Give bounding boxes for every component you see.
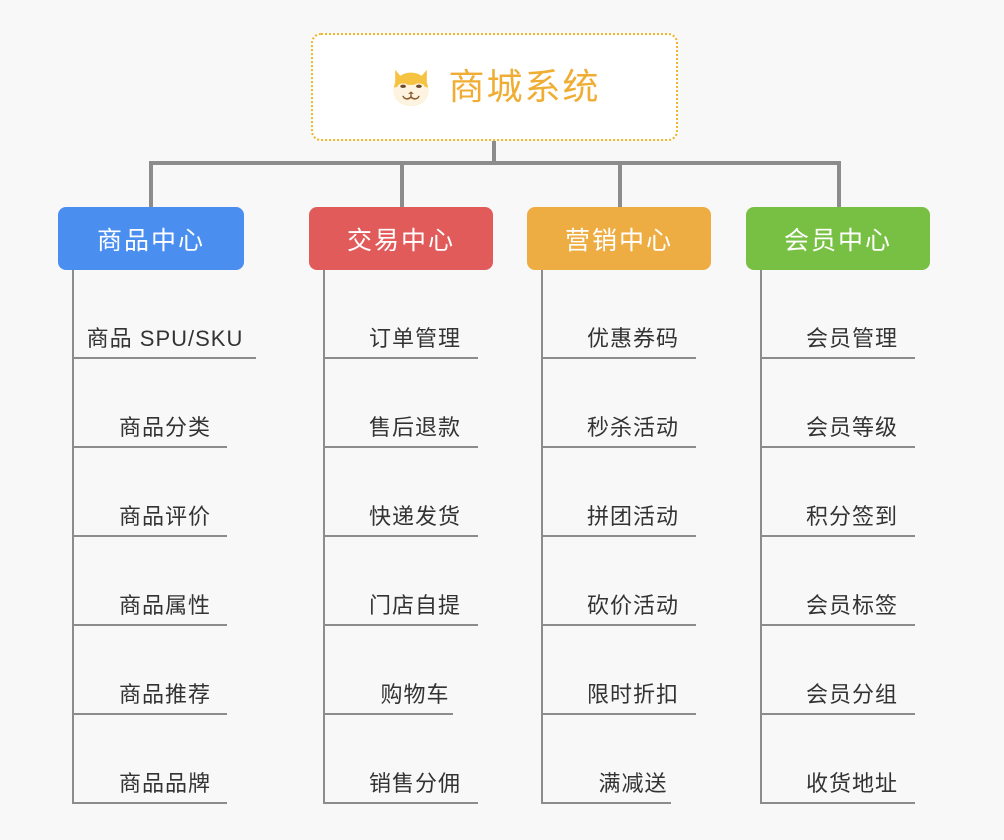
leaf-label: 砍价活动 xyxy=(586,592,679,618)
leaf-list-4: 会员管理 会员等级 积分签到 会员标签 会员分组 收货地址 xyxy=(760,270,930,804)
leaf-item[interactable]: 订单管理 xyxy=(325,270,493,359)
leaf-list-3: 优惠券码 秒杀活动 拼团活动 砍价活动 限时折扣 满减送 xyxy=(541,270,711,804)
leaf-label: 商品推荐 xyxy=(118,681,211,707)
leaf-item[interactable]: 商品属性 xyxy=(74,537,244,626)
leaf-label: 商品分类 xyxy=(118,414,211,440)
category-box-2[interactable]: 交易中心 xyxy=(309,207,493,270)
leaf-item[interactable]: 购物车 xyxy=(325,626,493,715)
leaf-item[interactable]: 优惠券码 xyxy=(543,270,711,359)
shiba-dog-icon xyxy=(394,69,429,106)
category-label-2: 交易中心 xyxy=(346,226,455,255)
leaf-item[interactable]: 会员分组 xyxy=(762,626,930,715)
category-label-1: 商品中心 xyxy=(96,226,205,255)
leaf-item[interactable]: 满减送 xyxy=(543,715,711,804)
leaf-item[interactable]: 收货地址 xyxy=(762,715,930,804)
leaf-label: 商品评价 xyxy=(118,503,211,529)
leaf-label: 拼团活动 xyxy=(586,503,679,529)
category-label-3: 营销中心 xyxy=(564,226,673,255)
branch-column-3: 营销中心 优惠券码 秒杀活动 拼团活动 砍价活动 限时折扣 满减送 xyxy=(527,207,711,804)
leaf-item[interactable]: 售后退款 xyxy=(325,359,493,448)
leaf-item[interactable]: 会员等级 xyxy=(762,359,930,448)
leaf-list-2: 订单管理 售后退款 快递发货 门店自提 购物车 销售分佣 xyxy=(323,270,493,804)
leaf-label: 商品品牌 xyxy=(118,770,211,796)
leaf-label: 会员标签 xyxy=(805,592,898,618)
connector-drop-3 xyxy=(618,161,622,209)
connector-horizontal-bus xyxy=(149,161,840,165)
leaf-label: 门店自提 xyxy=(368,592,461,618)
leaf-item[interactable]: 快递发货 xyxy=(325,448,493,537)
leaf-label: 销售分佣 xyxy=(368,770,461,796)
connector-drop-1 xyxy=(149,161,153,209)
leaf-label: 售后退款 xyxy=(368,414,461,440)
category-label-4: 会员中心 xyxy=(783,226,892,255)
leaf-label: 积分签到 xyxy=(805,503,898,529)
leaf-item[interactable]: 门店自提 xyxy=(325,537,493,626)
leaf-item[interactable]: 商品分类 xyxy=(74,359,244,448)
leaf-label: 限时折扣 xyxy=(586,681,679,707)
leaf-label: 会员分组 xyxy=(805,681,898,707)
leaf-label: 秒杀活动 xyxy=(586,414,679,440)
leaf-list-1: 商品 SPU/SKU 商品分类 商品评价 商品属性 商品推荐 商品品牌 xyxy=(72,270,256,804)
leaf-item[interactable]: 商品品牌 xyxy=(74,715,244,804)
leaf-item[interactable]: 秒杀活动 xyxy=(543,359,711,448)
leaf-label: 购物车 xyxy=(380,681,450,707)
leaf-label: 商品 SPU/SKU xyxy=(86,325,244,351)
category-box-4[interactable]: 会员中心 xyxy=(746,207,930,270)
leaf-label: 会员管理 xyxy=(805,325,898,351)
leaf-item[interactable]: 商品推荐 xyxy=(74,626,244,715)
branch-column-1: 商品中心 商品 SPU/SKU 商品分类 商品评价 商品属性 商品推荐 商品品牌 xyxy=(58,207,256,804)
leaf-label: 快递发货 xyxy=(368,503,461,529)
connector-root-stem xyxy=(492,141,496,163)
category-box-3[interactable]: 营销中心 xyxy=(527,207,711,270)
root-node[interactable]: 商城系统 xyxy=(311,33,678,141)
leaf-item[interactable]: 限时折扣 xyxy=(543,626,711,715)
leaf-item[interactable]: 砍价活动 xyxy=(543,537,711,626)
root-title: 商城系统 xyxy=(448,66,601,107)
category-box-1[interactable]: 商品中心 xyxy=(58,207,244,270)
leaf-item[interactable]: 销售分佣 xyxy=(325,715,493,804)
leaf-label: 订单管理 xyxy=(368,325,461,351)
connector-drop-2 xyxy=(400,161,404,209)
branch-column-2: 交易中心 订单管理 售后退款 快递发货 门店自提 购物车 销售分佣 xyxy=(309,207,493,804)
leaf-item[interactable]: 积分签到 xyxy=(762,448,930,537)
branch-column-4: 会员中心 会员管理 会员等级 积分签到 会员标签 会员分组 收货地址 xyxy=(746,207,930,804)
leaf-label: 优惠券码 xyxy=(586,325,679,351)
leaf-label: 满减送 xyxy=(598,770,668,796)
leaf-item[interactable]: 拼团活动 xyxy=(543,448,711,537)
leaf-item[interactable]: 会员标签 xyxy=(762,537,930,626)
leaf-label: 会员等级 xyxy=(805,414,898,440)
leaf-label: 商品属性 xyxy=(118,592,211,618)
leaf-item[interactable]: 商品 SPU/SKU xyxy=(74,270,256,359)
leaf-item[interactable]: 会员管理 xyxy=(762,270,930,359)
leaf-label: 收货地址 xyxy=(805,770,898,796)
connector-drop-4 xyxy=(837,161,841,209)
leaf-item[interactable]: 商品评价 xyxy=(74,448,244,537)
